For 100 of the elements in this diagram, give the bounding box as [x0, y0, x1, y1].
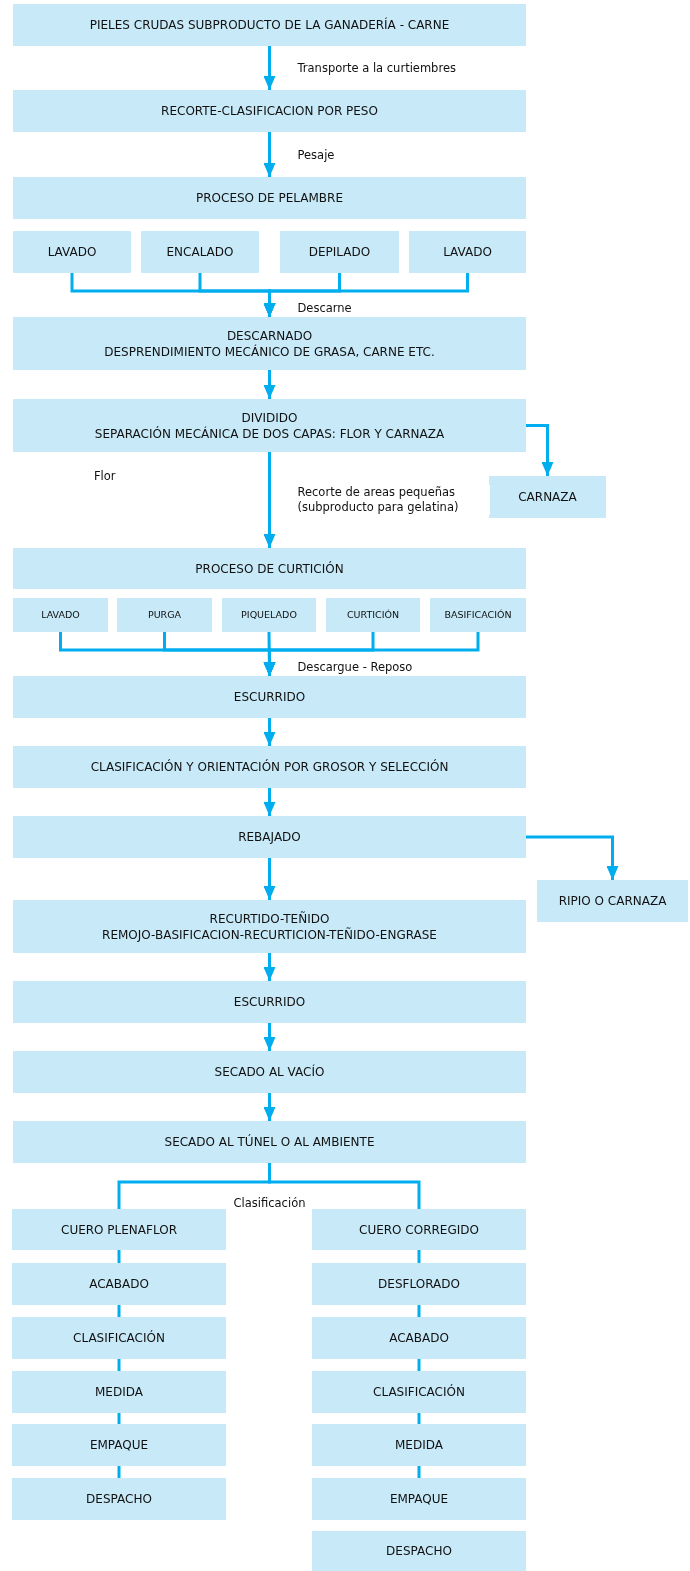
- step-label: PIQUELADO: [241, 608, 297, 622]
- step-label: REBAJADO: [238, 829, 301, 845]
- process-box: [312, 1531, 526, 1571]
- step-label: ESCURRIDO: [233, 689, 306, 705]
- process-box: [409, 231, 526, 273]
- connector-line: [117, 1359, 121, 1371]
- arrow: [263, 132, 276, 177]
- connector-line: [117, 1413, 121, 1424]
- process-box: [222, 598, 316, 632]
- process-box: [326, 598, 420, 632]
- arrow: [263, 273, 469, 317]
- process-box: [12, 1424, 226, 1466]
- step-label: CUERO PLENAFLOR: [61, 1221, 177, 1238]
- step-label: CLASIFICACIÓN: [373, 1384, 465, 1400]
- step-label: ACABADO: [89, 1276, 149, 1292]
- process-box: [13, 1051, 526, 1093]
- process-box: [12, 1317, 226, 1359]
- process-box: [13, 816, 526, 858]
- connector-line: [417, 1413, 421, 1424]
- step-label: CLASIFICACIÓN Y ORIENTACIÓN POR GROSOR Y SELECCIÓN: [90, 759, 449, 775]
- connector-line: [117, 1466, 121, 1478]
- step-label: LAVADO: [443, 244, 492, 260]
- step-label: PURGA: [147, 608, 182, 622]
- step-label: CLASIFICACIÓN: [73, 1330, 165, 1346]
- step-label: BASIFICACIÓN: [444, 608, 512, 622]
- step-label: PROCESO DE CURTICIÓN: [195, 560, 344, 577]
- step-label: SEPARACIÓN MECÁNICA DE DOS CAPAS: FLOR Y CARNAZA: [94, 425, 445, 442]
- step-label: DESCARNADO: [226, 327, 313, 344]
- step-label: SECADO AL VACÍO: [214, 1064, 325, 1080]
- step-label: DESPACHO: [86, 1491, 152, 1507]
- process-box: [280, 231, 399, 273]
- step-label: DESFLORADO: [378, 1276, 460, 1292]
- arrow: [263, 632, 480, 676]
- connector-line: [417, 1250, 421, 1263]
- arrow: [263, 858, 276, 900]
- process-box: [13, 1121, 526, 1163]
- process-box: [117, 598, 212, 632]
- process-box: [13, 90, 526, 132]
- process-box: [12, 1209, 226, 1250]
- step-label: PIELES CRUDAS SUBPRODUCTO DE LA GANADERÍA - CARNE: [89, 17, 450, 33]
- process-box: [12, 1263, 226, 1305]
- connector-line: [117, 1305, 121, 1317]
- step-label: DIVIDIDO: [241, 409, 298, 426]
- step-label: REMOJO-BASIFICACION-RECURTICION-TEÑIDO-ENGRASE: [102, 926, 437, 943]
- edge-label: Descargue - Reposo: [295, 659, 415, 675]
- process-box: [13, 399, 526, 452]
- step-label: RECORTE-CLASIFICACION POR PESO: [161, 103, 378, 119]
- arrow: [263, 1023, 276, 1051]
- connector-line: [268, 1163, 421, 1209]
- step-label: ACABADO: [389, 1330, 449, 1346]
- arrow: [526, 835, 619, 880]
- process-box: [13, 177, 526, 219]
- step-label: DESPRENDIMIENTO MECÁNICO DE GRASA, CARNE ETC.: [104, 343, 435, 360]
- arrow: [263, 1093, 276, 1121]
- step-label: DEPILADO: [308, 244, 371, 260]
- process-box: [13, 231, 131, 273]
- process-box: [312, 1209, 526, 1250]
- process-box: [141, 231, 259, 273]
- process-box: [13, 548, 526, 589]
- process-box: [312, 1371, 526, 1413]
- step-label: DESPACHO: [386, 1543, 452, 1559]
- step-label: ENCALADO: [166, 244, 234, 260]
- connector-line: [417, 1305, 421, 1317]
- step-label: CARNAZA: [518, 489, 577, 505]
- step-label: CURTICIÓN: [346, 608, 400, 622]
- arrow: [263, 452, 276, 548]
- process-box: [312, 1263, 526, 1305]
- step-label: EMPAQUE: [389, 1491, 449, 1507]
- arrow: [263, 788, 276, 816]
- process-box: [13, 4, 526, 46]
- step-label: PROCESO DE PELAMBRE: [196, 190, 343, 206]
- step-label: RIPIO O CARNAZA: [558, 893, 667, 909]
- step-label: RECURTIDO-TEÑIDO: [209, 910, 330, 927]
- connector-line: [417, 1466, 421, 1478]
- process-box: [312, 1478, 526, 1520]
- step-label: MEDIDA: [95, 1384, 143, 1400]
- process-box: [537, 880, 688, 922]
- process-box: [13, 317, 526, 370]
- arrow: [263, 718, 276, 746]
- step-label: MEDIDA: [395, 1437, 443, 1453]
- process-box: [13, 981, 526, 1023]
- edge-label: Pesaje: [295, 147, 337, 162]
- arrow: [263, 953, 276, 981]
- process-box: [312, 1317, 526, 1359]
- process-box: [12, 1478, 226, 1520]
- step-label: CUERO CORREGIDO: [359, 1221, 479, 1238]
- step-label: LAVADO: [41, 608, 80, 622]
- process-box: [12, 1371, 226, 1413]
- step-label: LAVADO: [47, 244, 97, 260]
- process-box: [13, 900, 526, 953]
- process-box: [13, 598, 108, 632]
- edge-label: Transporte a la curtiembres: [295, 60, 458, 76]
- connector-line: [417, 1359, 421, 1371]
- process-box: [489, 476, 606, 518]
- step-label: EMPAQUE: [89, 1437, 149, 1453]
- arrow: [263, 46, 276, 90]
- process-box: [13, 676, 526, 718]
- process-box: [312, 1424, 526, 1466]
- step-label: SECADO AL TÚNEL O AL AMBIENTE: [164, 1134, 375, 1150]
- arrow: [526, 424, 554, 476]
